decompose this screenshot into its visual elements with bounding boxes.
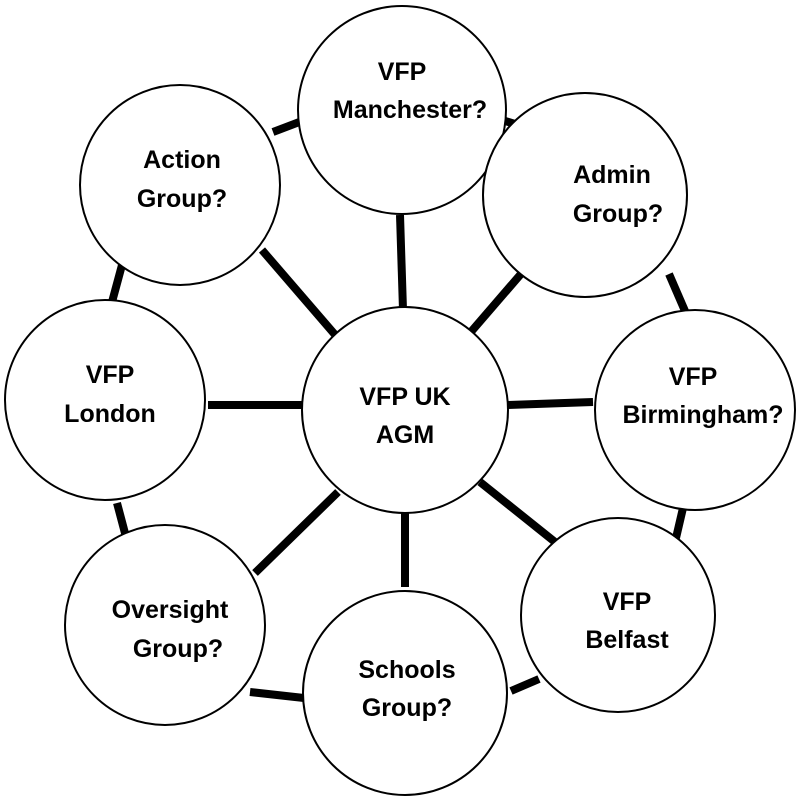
node-schools: Schools Group? (302, 590, 508, 796)
node-london: VFP London (4, 299, 206, 501)
link-birmingham-belfast (672, 507, 687, 539)
spoke-belfast (477, 478, 563, 550)
node-label: AGM (376, 421, 434, 449)
node-label: Group? (362, 694, 452, 722)
link-action-manchester (271, 117, 304, 136)
node-label: Belfast (585, 626, 669, 654)
node-manchester: VFP Manchester? (297, 5, 507, 215)
node-label: Group? (573, 200, 663, 228)
node-label: Group? (133, 635, 223, 663)
node-label: Birmingham? (622, 401, 783, 429)
link-london-action (108, 263, 126, 304)
node-label: VFP (603, 588, 652, 616)
link-belfast-schools (509, 675, 541, 695)
node-label: VFP (669, 363, 718, 391)
spoke-manchester (396, 214, 407, 311)
node-action: Action Group? (79, 84, 281, 286)
node-label: Schools (358, 656, 455, 684)
node-label: Admin (573, 161, 651, 189)
link-oversight-london (113, 501, 130, 539)
node-label: Manchester? (333, 96, 487, 124)
spoke-oversight (252, 489, 341, 576)
node-label: Oversight (112, 596, 229, 624)
node-label: VFP UK (359, 383, 450, 411)
spoke-birmingham (507, 398, 594, 409)
node-label: VFP (378, 58, 427, 86)
node-label: Action (143, 146, 221, 174)
spoke-action (258, 247, 341, 340)
node-oversight: Oversight Group? (64, 524, 266, 726)
node-belfast: VFP Belfast (520, 517, 716, 713)
node-label: London (64, 400, 156, 428)
node-label: VFP (86, 361, 135, 389)
link-admin-birmingham (665, 272, 689, 313)
node-label: Group? (137, 185, 227, 213)
node-center: VFP UK AGM (301, 306, 509, 514)
node-admin: Admin Group? (482, 92, 688, 298)
node-birmingham: VFP Birmingham? (594, 309, 796, 511)
link-schools-oversight (249, 688, 305, 702)
